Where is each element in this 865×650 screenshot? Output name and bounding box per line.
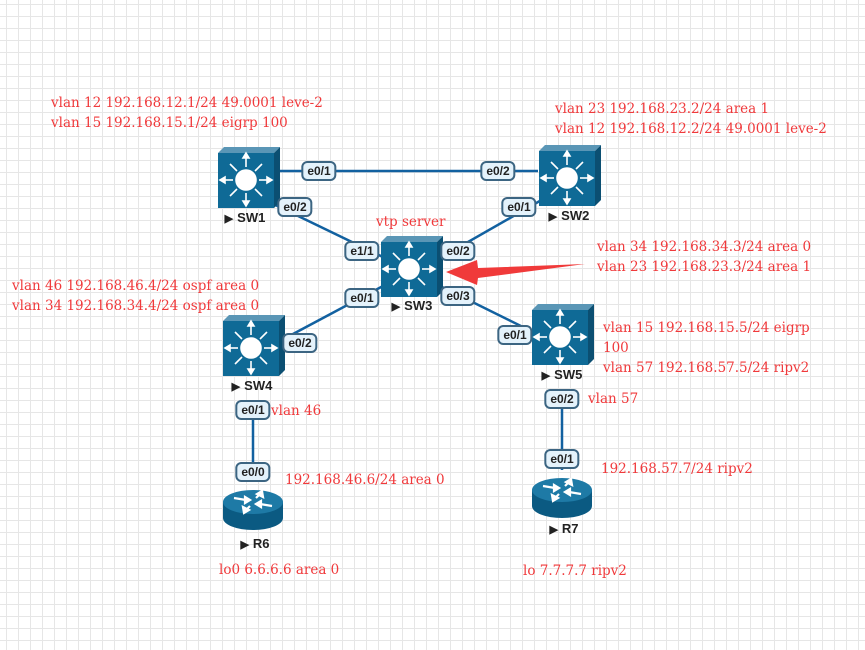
port-sw3-e0-3[interactable]: e0/3 (440, 286, 476, 306)
router-icon (223, 489, 283, 530)
port-sw2-e0-2[interactable]: e0/2 (480, 161, 516, 181)
router-r7[interactable] (531, 476, 593, 525)
switch-sw3[interactable] (381, 236, 443, 303)
switch-sw1[interactable] (218, 147, 280, 214)
port-sw3-e1-1[interactable]: e1/1 (344, 241, 380, 261)
annotation-sw2-vlan23: vlan 23 192.168.23.2/24 area 1 (555, 101, 770, 117)
expand-triangle-icon: ▶ (391, 301, 401, 313)
device-label-sw1: ▶SW1 (224, 210, 266, 225)
port-r7-e0-1[interactable]: e0/1 (544, 449, 580, 469)
device-label-sw5: ▶SW5 (541, 367, 583, 382)
expand-triangle-icon: ▶ (224, 213, 234, 225)
l3-switch-icon (218, 147, 280, 208)
pointer-arrow (446, 260, 585, 285)
port-sw5-e0-2[interactable]: e0/2 (544, 389, 580, 409)
port-sw1-e0-2[interactable]: e0/2 (277, 197, 313, 217)
annotation-sw5-vlan57: vlan 57 192.168.57.5/24 ripv2 (603, 360, 810, 376)
l3-switch-icon (223, 315, 285, 376)
port-sw3-e0-1[interactable]: e0/1 (344, 288, 380, 308)
annotation-sw4-access-vlan: vlan 46 (271, 403, 322, 419)
port-sw3-e0-2[interactable]: e0/2 (440, 241, 476, 261)
device-label-sw4: ▶SW4 (231, 378, 273, 393)
switch-sw4[interactable] (223, 315, 285, 382)
annotation-sw5-access-vlan: vlan 57 (588, 391, 639, 407)
annotation-r7-loopback: lo 7.7.7.7 ripv2 (523, 563, 627, 579)
device-label-r7: ▶R7 (549, 521, 579, 536)
expand-triangle-icon: ▶ (541, 370, 551, 382)
switch-sw5[interactable] (532, 304, 594, 371)
annotation-r6-loopback: lo0 6.6.6.6 area 0 (219, 562, 340, 578)
annotation-sw5-vlan15-cont: 100 (603, 340, 629, 356)
annotation-sw1-vlan12: vlan 12 192.168.12.1/24 49.0001 leve-2 (51, 95, 323, 111)
port-r6-e0-0[interactable]: e0/0 (235, 462, 271, 482)
device-label-sw2: ▶SW2 (548, 208, 590, 223)
device-label-r6: ▶R6 (240, 536, 270, 551)
router-icon (532, 477, 592, 518)
annotation-sw4-vlan46: vlan 46 192.168.46.4/24 ospf area 0 (12, 278, 260, 294)
port-sw4-e0-1[interactable]: e0/1 (235, 400, 271, 420)
port-sw2-e0-1[interactable]: e0/1 (501, 197, 537, 217)
l3-switch-icon (539, 145, 601, 206)
annotation-r7-ip: 192.168.57.7/24 ripv2 (601, 461, 753, 477)
device-label-sw3: ▶SW3 (391, 298, 433, 313)
expand-triangle-icon: ▶ (548, 211, 558, 223)
annotation-sw4-vlan34: vlan 34 192.168.34.4/24 ospf area 0 (12, 298, 260, 314)
annotation-sw1-vlan15: vlan 15 192.168.15.1/24 eigrp 100 (51, 115, 288, 131)
l3-switch-icon (532, 304, 594, 365)
router-r6[interactable] (222, 488, 284, 537)
port-sw5-e0-1[interactable]: e0/1 (497, 325, 533, 345)
annotation-sw3-vlan34: vlan 34 192.168.34.3/24 area 0 (597, 239, 812, 255)
switch-sw2[interactable] (539, 145, 601, 212)
annotation-sw3-vlan23: vlan 23 192.168.23.3/24 area 1 (597, 259, 812, 275)
annotation-sw2-vlan12: vlan 12 192.168.12.2/24 49.0001 leve-2 (555, 121, 827, 137)
port-sw4-e0-2[interactable]: e0/2 (282, 333, 318, 353)
expand-triangle-icon: ▶ (231, 381, 241, 393)
annotation-r6-ip: 192.168.46.6/24 area 0 (285, 472, 445, 488)
expand-triangle-icon: ▶ (549, 524, 558, 536)
annotation-sw5-vlan15: vlan 15 192.168.15.5/24 eigrp (603, 320, 810, 336)
l3-switch-icon (381, 236, 443, 297)
annotation-sw3-vtp: vtp server (376, 214, 446, 230)
port-sw1-e0-1[interactable]: e0/1 (301, 161, 337, 181)
expand-triangle-icon: ▶ (240, 539, 249, 551)
